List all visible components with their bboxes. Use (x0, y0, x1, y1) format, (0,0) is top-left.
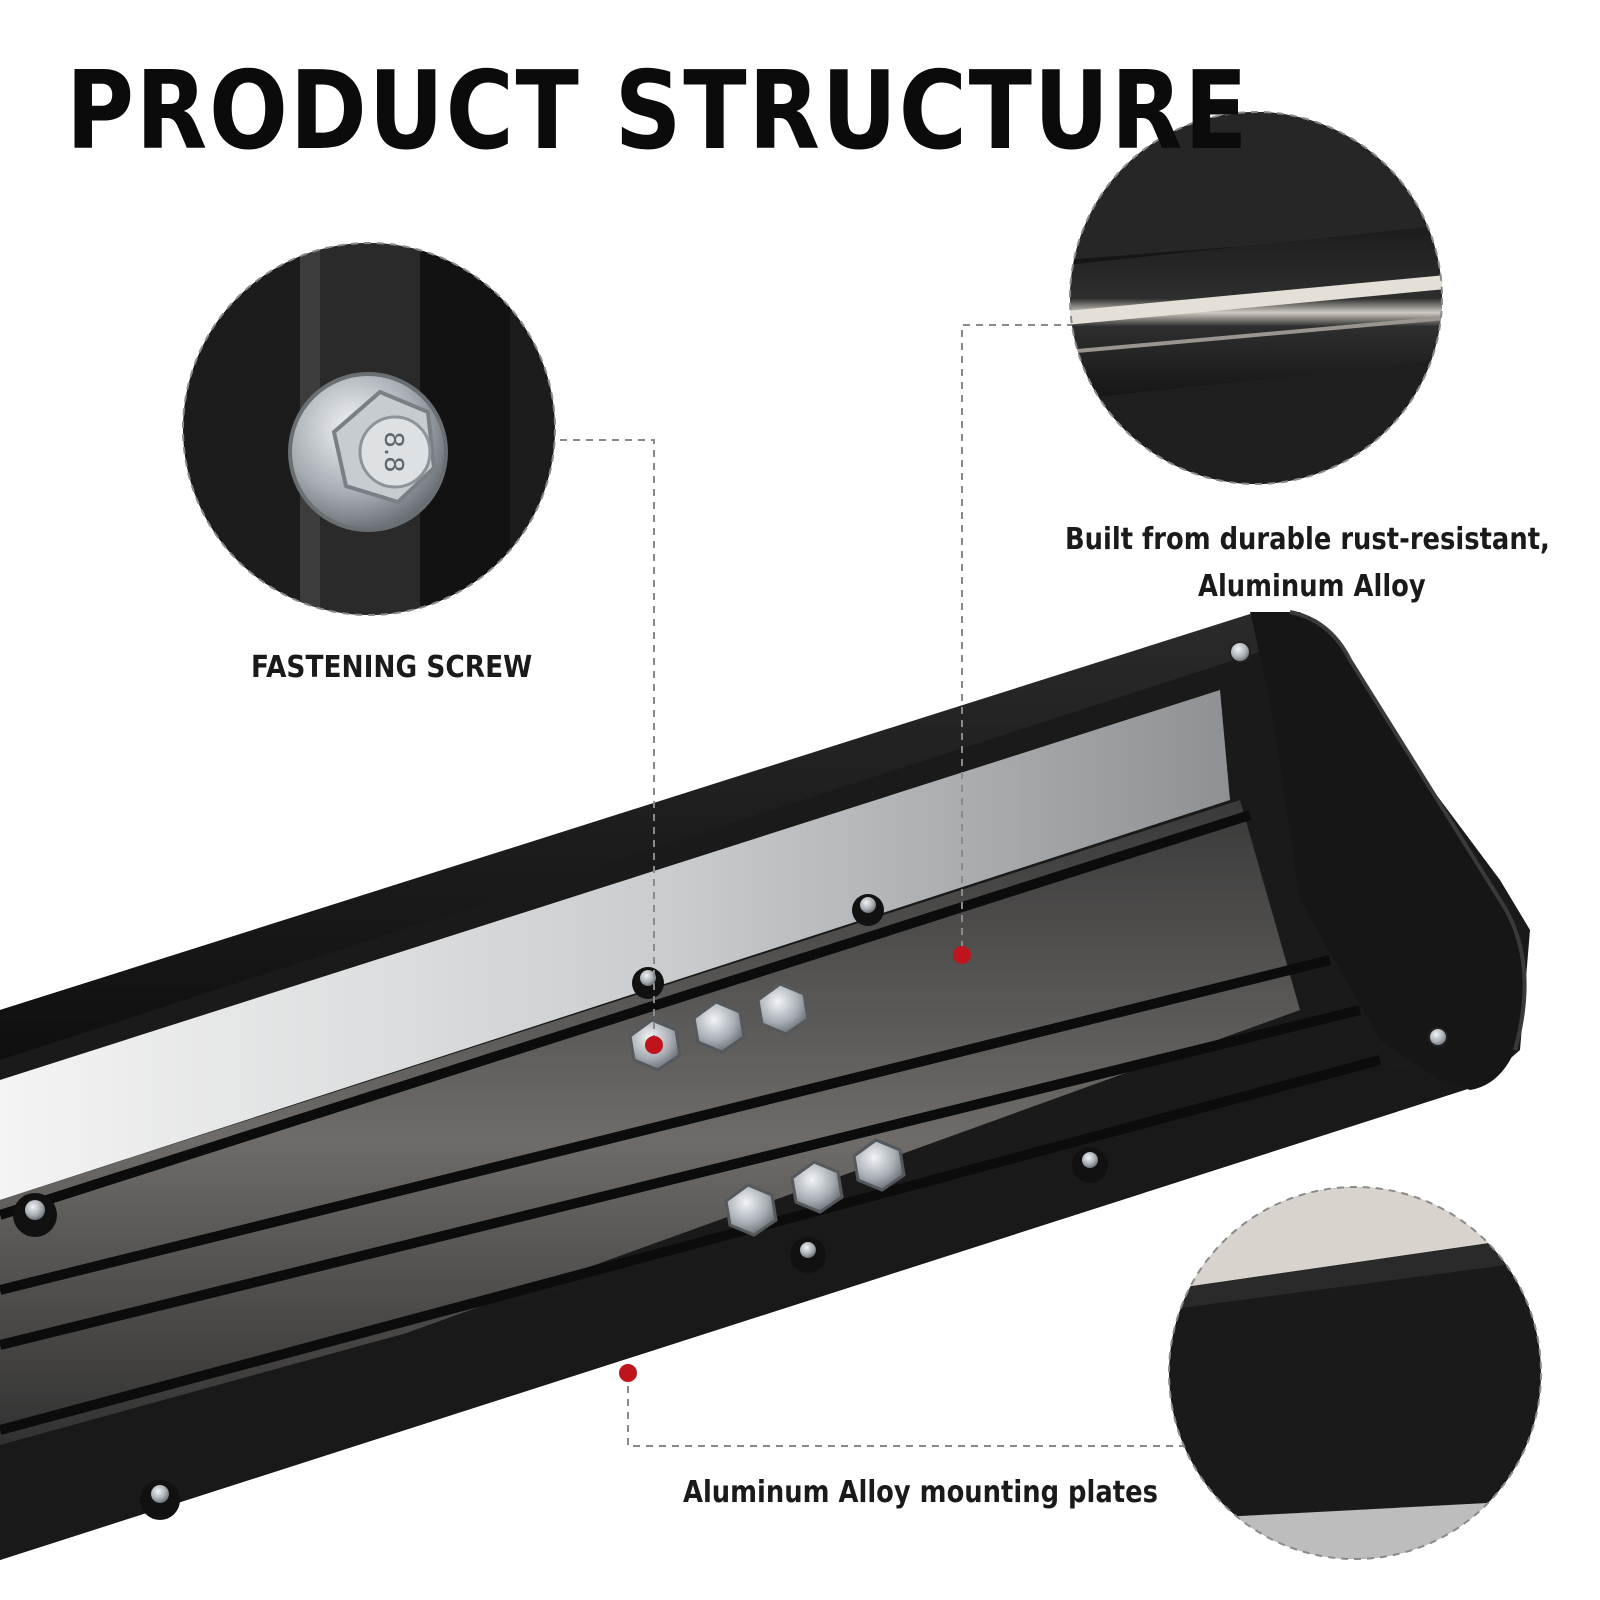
marker-plates (619, 1364, 637, 1382)
board-end-cap (1250, 612, 1525, 1090)
leader-alloy (961, 324, 1100, 955)
bolt-group-lower (724, 1138, 906, 1237)
rail-closeup (1069, 111, 1443, 485)
alloy-label-line2: Aluminum Alloy (1198, 569, 1426, 604)
board-tube (0, 800, 1300, 1480)
leader-plates (627, 1373, 1195, 1447)
bolt-grade-marking: 8.8 (378, 431, 408, 472)
board-lower-rail (0, 1065, 1480, 1560)
rivets (13, 641, 1448, 1520)
board-end-cap-edge (1289, 610, 1527, 1051)
marker-fastening (645, 1036, 663, 1054)
board-rails (0, 810, 1382, 1435)
leader-lines (560, 324, 1195, 1447)
page-title: PRODUCT STRUCTURE (66, 49, 1250, 174)
leader-fastening (560, 439, 655, 1045)
marker-alloy (953, 946, 971, 964)
fastening-screw-label: FASTENING SCREW (251, 650, 533, 685)
running-board (0, 610, 1530, 1560)
callout-markers (619, 946, 971, 1382)
board-inner-shine (0, 690, 1230, 1200)
plates-label: Aluminum Alloy mounting plates (683, 1475, 1158, 1510)
bolt-closeup (182, 242, 556, 616)
surface-closeup (1168, 1186, 1542, 1560)
board-top-rim (0, 614, 1290, 1060)
alloy-label-line1: Built from durable rust-resistant, (1065, 522, 1550, 557)
